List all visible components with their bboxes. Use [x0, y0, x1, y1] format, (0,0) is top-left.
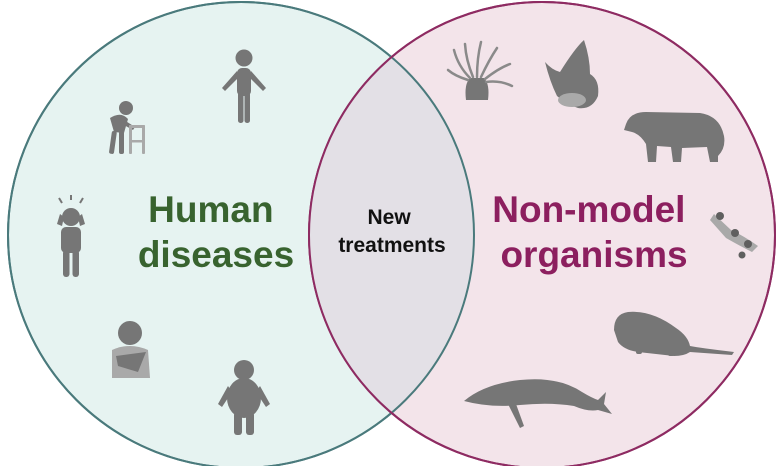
- new-treatments-label-line-2: treatments: [338, 234, 445, 257]
- human-diseases-label-line-1: Human: [148, 189, 273, 230]
- headache-lines: [58, 195, 84, 204]
- naked-mole-rat-icon: [614, 311, 734, 356]
- elderly-walker-icon: [109, 101, 145, 154]
- headache-person-icon: [57, 195, 85, 277]
- arm-sling-person-icon: [112, 321, 150, 378]
- whale-icon: [464, 379, 612, 428]
- intersection-region: [309, 2, 474, 466]
- human-diseases-outline: [7, 1, 475, 466]
- anemone-tentacles: [446, 40, 514, 88]
- new-treatments-label: New treatments: [338, 206, 445, 257]
- walker-frame-icon: [129, 125, 145, 154]
- sea-anemone-icon: [446, 40, 514, 100]
- human-diseases-label: Human diseases: [138, 189, 294, 275]
- non-model-organisms-label-line-1: Non-model: [492, 189, 685, 230]
- hydra-icon: [710, 212, 758, 259]
- new-treatments-label-line-1: New: [367, 206, 411, 229]
- bat-icon: [545, 40, 599, 109]
- person-standing-icon: [222, 49, 266, 123]
- non-model-organisms-label: Non-model organisms: [492, 189, 695, 275]
- human-diseases-label-line-2: diseases: [138, 234, 294, 275]
- obese-person-icon: [218, 360, 270, 435]
- non-model-organisms-outline: [308, 1, 776, 466]
- non-model-organisms-label-line-2: organisms: [500, 234, 687, 275]
- bear-icon: [624, 112, 725, 162]
